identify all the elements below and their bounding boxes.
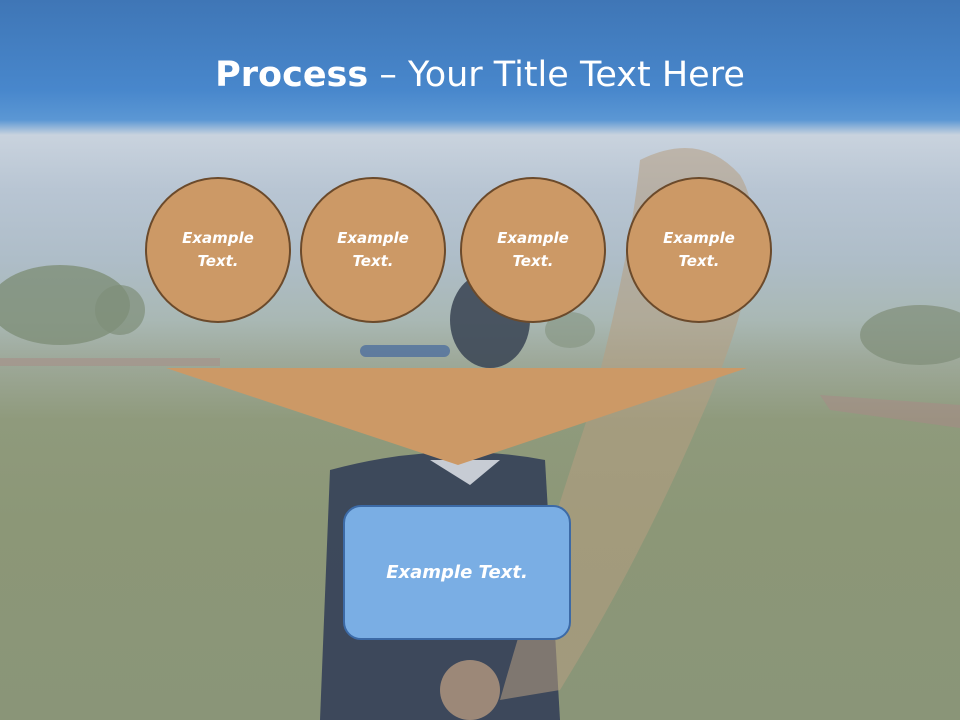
title-rest-text: – Your Title Text Here — [368, 55, 745, 95]
process-step-circle-3[interactable]: Example Text. — [460, 177, 606, 323]
process-step-label: Example Text. — [663, 229, 735, 270]
process-step-circle-4[interactable]: Example Text. — [626, 177, 772, 323]
slide-title: Process – Your Title Text Here — [0, 50, 960, 100]
process-step-label: Example Text. — [182, 229, 254, 270]
process-step-circle-2[interactable]: Example Text. — [300, 177, 446, 323]
process-step-label: Example Text. — [337, 229, 409, 270]
result-label: Example Text. — [386, 562, 528, 583]
process-step-circle-1[interactable]: Example Text. — [145, 177, 291, 323]
process-step-label: Example Text. — [497, 229, 569, 270]
title-strong-text: Process — [215, 55, 369, 95]
result-box[interactable]: Example Text. — [343, 505, 571, 640]
